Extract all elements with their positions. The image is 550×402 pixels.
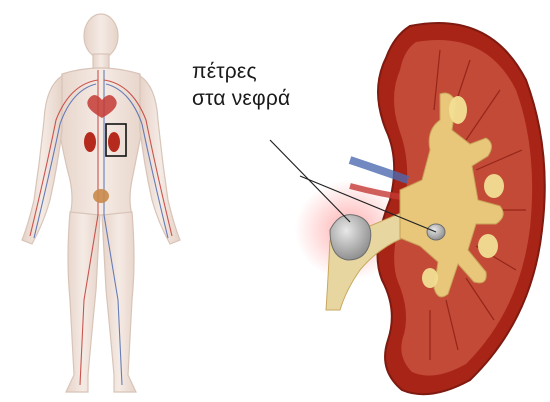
label-line-1: πέτρες bbox=[192, 58, 290, 85]
kidney-stones-label: πέτρες στα νεφρά bbox=[192, 58, 290, 112]
label-line-2: στα νεφρά bbox=[192, 85, 290, 112]
